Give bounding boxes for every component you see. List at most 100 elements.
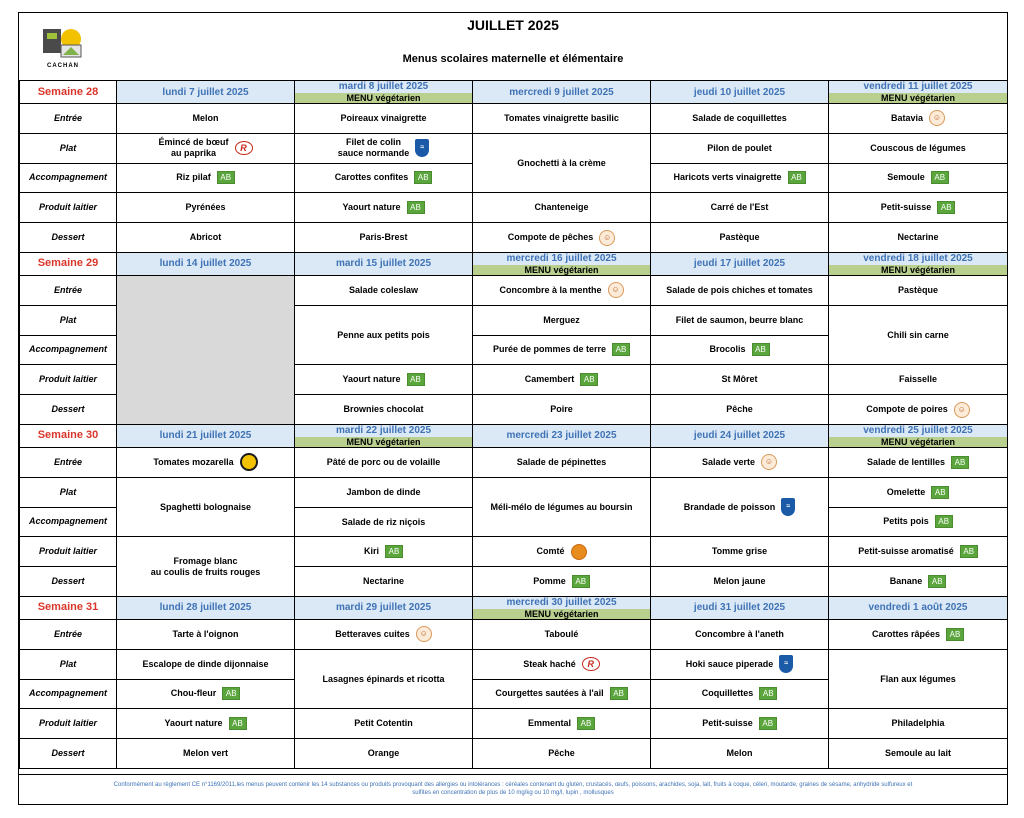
course-label: Produit laitier [19,364,117,396]
day-name: mercredi 30 juillet 2025 [506,596,617,608]
week-label: Semaine 30 [19,423,117,448]
dish-name: Faisselle [898,374,938,385]
dish-name: Kiri [363,546,379,557]
course-label: Plat [19,476,117,508]
dish-cell: Paris-Brest [294,222,473,253]
day-header: lundi 7 juillet 2025 [116,80,295,104]
dish-cell: Salade de riz niçois [294,506,473,538]
dish-cell: Brownies chocolat [294,394,473,425]
dish-name: Pêche [548,748,575,759]
local-product-icon: ☺ [761,454,778,471]
day-header: lundi 21 juillet 2025 [116,423,295,448]
dish-cell: Melon jaune [650,566,829,597]
dish-name: Salade de pois chiches et tomates [666,284,813,295]
dish-cell: Pêche [650,394,829,425]
dish-cell: Pyrénées [116,192,295,224]
dish-cell: Abricot [116,222,295,253]
course-label: Dessert [19,566,117,597]
dish-name: Tarte à l'oignon [172,628,239,639]
course-label: Accompagnement [19,162,117,194]
dish-name: Petit-suisse [880,202,932,213]
dish-name: Carottes confites [334,172,409,183]
dish-name: Fromage blanc au coulis de fruits rouges [150,555,261,577]
dish-cell: Jambon de dinde [294,476,473,508]
dish-cell: Salade verte☺ [650,446,829,478]
dish-cell: Concombre à l'aneth [650,618,829,650]
page-header: CACHAN JUILLET 2025 Menus scolaires mate… [19,13,1007,80]
allergen-notice: Conformément au règlement CE n°1169/2011… [19,774,1007,805]
week-label: Semaine 29 [19,251,117,276]
dish-name: Pastèque [897,284,939,295]
ab-organic-leaf-icon: AB [414,171,433,185]
dish-cell: Escalope de dinde dijonnaise [116,648,295,680]
day-header: mercredi 23 juillet 2025 [472,423,651,448]
quality-label-icon [239,453,258,472]
dish-name: Riz pilaf [176,172,211,183]
day-header: jeudi 17 juillet 2025 [650,251,829,276]
city-logo: CACHAN [37,25,89,73]
dish-name: Pêche [726,404,753,415]
dish-name: Gnochetti à la crème [517,157,606,168]
dish-cell: Orange [294,738,473,769]
day-name: mercredi 9 juillet 2025 [509,86,614,98]
dish-cell: Salade de coquillettes [650,103,829,134]
dish-name: Salade de pépinettes [516,456,607,467]
ab-organic-leaf-icon: AB [228,717,247,731]
dish-name: Jambon de dinde [346,486,421,497]
day-header: vendredi 1 août 2025 [828,595,1008,620]
day-header: jeudi 24 juillet 2025 [650,423,829,448]
course-label: Dessert [19,222,117,253]
dish-name: Petits pois [883,516,929,527]
dish-name: Nectarine [362,576,405,587]
ab-organic-leaf-icon: AB [571,575,590,589]
dish-cell: Hoki sauce piperade≈ [650,648,829,680]
dish-cell: Penne aux petits pois [294,304,473,366]
dish-cell: Salade de pois chiches et tomates [650,274,829,306]
dish-cell: Carré de l'Est [650,192,829,224]
day-header: lundi 14 juillet 2025 [116,251,295,276]
dish-cell: Melon [116,103,295,134]
dish-name: Pâté de porc ou de volaille [326,456,441,467]
ab-organic-leaf-icon: AB [580,373,599,387]
dish-cell: Méli-mélo de légumes au boursin [472,476,651,538]
course-label: Produit laitier [19,708,117,740]
dish-name: Haricots verts vinaigrette [673,172,782,183]
day-name: mercredi 23 juillet 2025 [506,430,617,442]
day-name: mercredi 16 juillet 2025 [506,252,617,264]
dish-name: Semoule au lait [884,748,952,759]
dish-cell: Pastèque [650,222,829,253]
ab-organic-leaf-icon: AB [787,171,806,185]
dish-name: Couscous de légumes [870,142,966,153]
dish-cell: Melon [650,738,829,769]
dish-name: Camembert [524,374,575,385]
dish-name: Flan aux légumes [880,673,956,684]
day-name: mardi 29 juillet 2025 [335,602,432,614]
course-label: Entrée [19,274,117,306]
dish-name: Melon [726,748,753,759]
dish-cell: Carottes confites AB [294,162,473,194]
dish-name: Brandade de poisson [683,501,776,512]
dish-cell: Semoule au lait [828,738,1008,769]
dish-cell: Tomme grise [650,536,829,568]
dish-cell: Nectarine [294,566,473,597]
ab-organic-leaf-icon: AB [216,171,235,185]
dish-name: Compote de poires [866,404,948,415]
local-product-icon: ☺ [607,282,624,299]
